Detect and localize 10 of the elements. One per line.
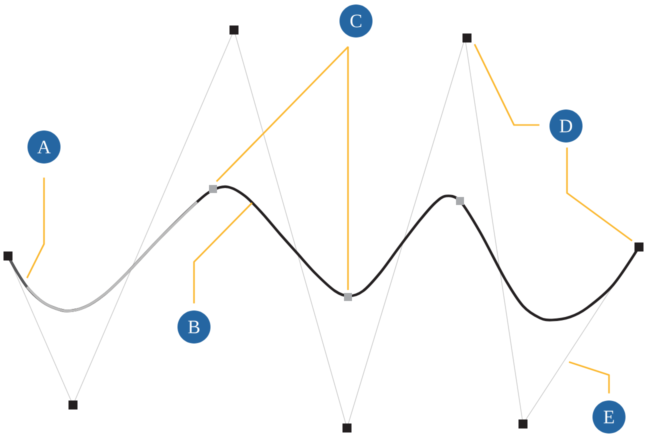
- leader-line: [216, 46, 349, 182]
- leader-line: [568, 361, 610, 394]
- leader-line: [474, 44, 540, 126]
- knot-point: [344, 293, 352, 301]
- leader-line: [193, 202, 253, 304]
- leader-line: [26, 178, 45, 278]
- knot-point: [209, 185, 217, 193]
- leader-line: [566, 147, 633, 242]
- control-point: [634, 242, 644, 252]
- control-point: [462, 34, 472, 42]
